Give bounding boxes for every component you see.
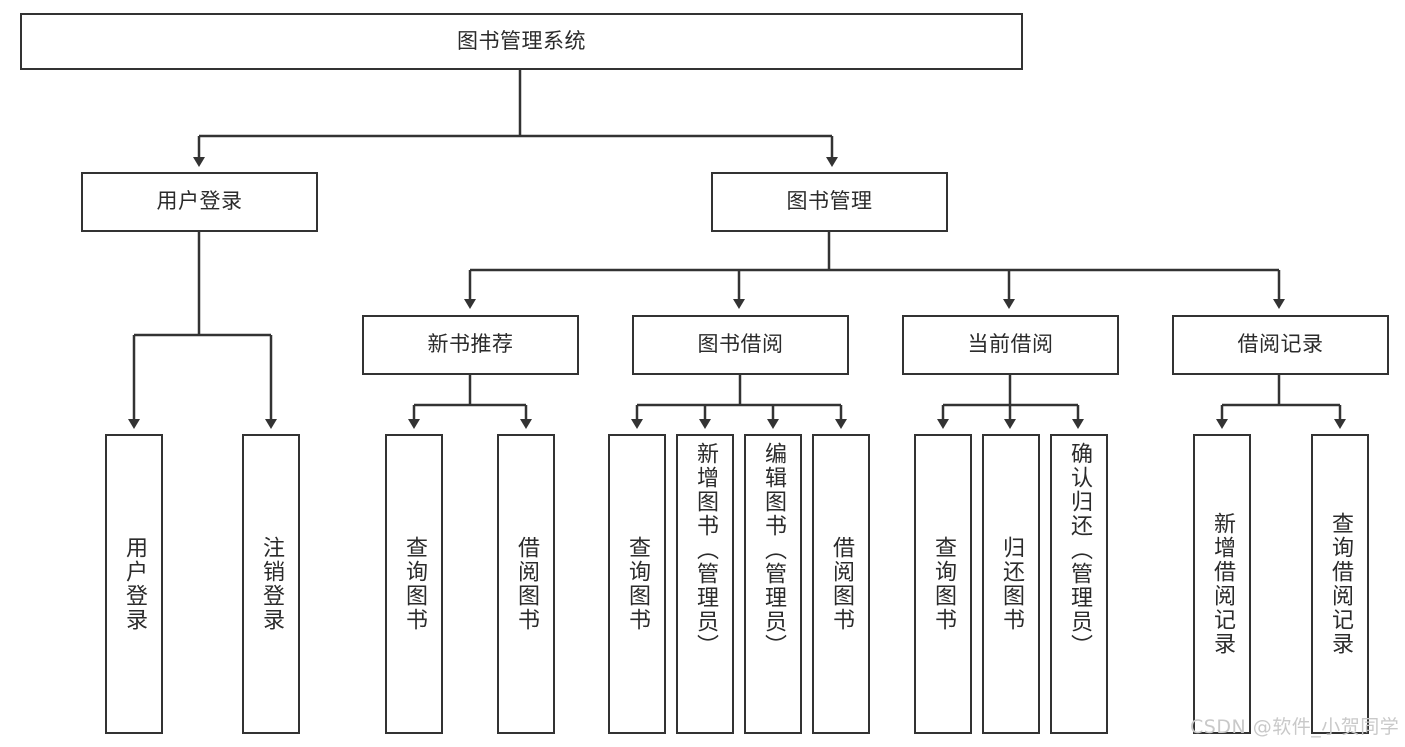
leaf-user-login-signin[interactable]: 用户登录 — [105, 434, 163, 734]
leaf-borrow-add-book[interactable]: 新增图书（管理员） — [676, 434, 734, 734]
node-book-borrow-label: 图书借阅 — [697, 332, 784, 357]
leaf-new-book-query-label: 查询图书 — [402, 536, 427, 632]
leaf-records-add-record-label: 新增借阅记录 — [1210, 512, 1235, 656]
leaf-user-login-signout-label: 注销登录 — [259, 536, 284, 632]
node-root[interactable]: 图书管理系统 — [20, 13, 1023, 70]
node-book-management[interactable]: 图书管理 — [711, 172, 948, 232]
leaf-borrow-add-book-label: 新增图书（管理员） — [693, 442, 718, 658]
leaf-borrow-edit-book-label: 编辑图书（管理员） — [761, 442, 786, 658]
leaf-current-query-book-label: 查询图书 — [931, 536, 956, 632]
leaf-user-login-signin-label: 用户登录 — [122, 536, 147, 632]
node-user-login-label: 用户登录 — [156, 189, 243, 214]
leaf-records-query-record-label: 查询借阅记录 — [1328, 512, 1353, 656]
node-borrow-records-label: 借阅记录 — [1237, 332, 1324, 357]
node-user-login[interactable]: 用户登录 — [81, 172, 318, 232]
leaf-borrow-borrow-book[interactable]: 借阅图书 — [812, 434, 870, 734]
leaf-borrow-edit-book[interactable]: 编辑图书（管理员） — [744, 434, 802, 734]
leaf-new-book-borrow-label: 借阅图书 — [514, 536, 539, 632]
node-root-label: 图书管理系统 — [457, 28, 586, 53]
leaf-current-query-book[interactable]: 查询图书 — [914, 434, 972, 734]
leaf-current-confirm-return-label: 确认归还（管理员） — [1067, 442, 1092, 658]
leaf-user-login-signout[interactable]: 注销登录 — [242, 434, 300, 734]
node-current-borrow[interactable]: 当前借阅 — [902, 315, 1119, 375]
leaf-current-confirm-return[interactable]: 确认归还（管理员） — [1050, 434, 1108, 734]
leaf-borrow-query-book[interactable]: 查询图书 — [608, 434, 666, 734]
leaf-new-book-borrow[interactable]: 借阅图书 — [497, 434, 555, 734]
node-book-management-label: 图书管理 — [786, 189, 873, 214]
node-current-borrow-label: 当前借阅 — [967, 332, 1054, 357]
leaf-borrow-query-book-label: 查询图书 — [625, 536, 650, 632]
leaf-current-return-book-label: 归还图书 — [999, 536, 1024, 632]
leaf-current-return-book[interactable]: 归还图书 — [982, 434, 1040, 734]
node-new-book-recommend-label: 新书推荐 — [427, 332, 514, 357]
node-new-book-recommend[interactable]: 新书推荐 — [362, 315, 579, 375]
node-book-borrow[interactable]: 图书借阅 — [632, 315, 849, 375]
leaf-new-book-query[interactable]: 查询图书 — [385, 434, 443, 734]
leaf-records-query-record[interactable]: 查询借阅记录 — [1311, 434, 1369, 734]
node-borrow-records[interactable]: 借阅记录 — [1172, 315, 1389, 375]
leaf-records-add-record[interactable]: 新增借阅记录 — [1193, 434, 1251, 734]
leaf-borrow-borrow-book-label: 借阅图书 — [829, 536, 854, 632]
